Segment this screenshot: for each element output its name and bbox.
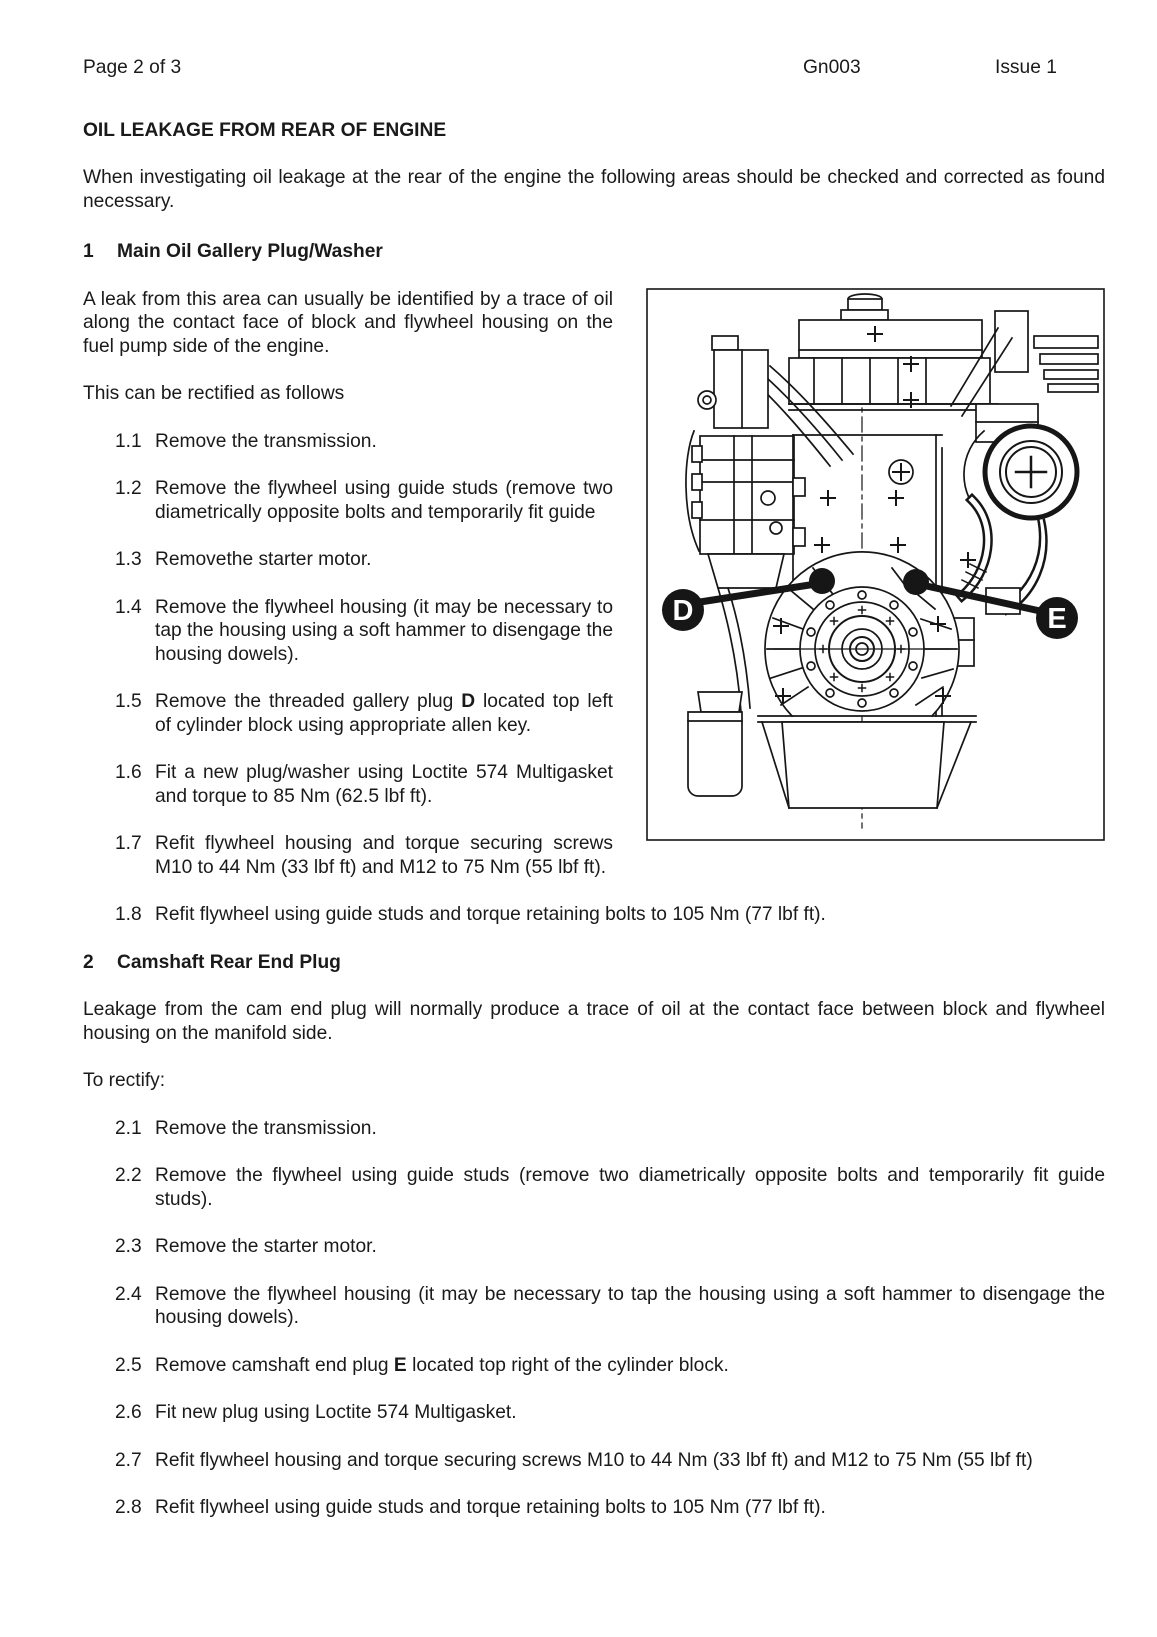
callout-d-badge — [662, 588, 704, 631]
step-text: Remove the flywheel using guide studs (r… — [155, 1165, 1105, 1210]
section-2-heading: 2 Camshaft Rear End Plug — [83, 951, 1105, 975]
bolt-cross-marks — [773, 325, 976, 704]
plug-d-marker — [809, 567, 835, 594]
document-code: Gn003 — [803, 57, 861, 78]
step-item: 2.2 Remove the flywheel using guide studs… — [83, 1164, 1105, 1211]
section-1: 1 Main Oil Gallery Plug/Washer A leak fr… — [83, 240, 1105, 927]
step-text: Remove the transmission. — [155, 1117, 377, 1139]
section-1-body: A leak from this area can usually be ide… — [83, 287, 1105, 904]
callout-d-leader — [696, 580, 820, 605]
callout-e-label: E — [1047, 603, 1066, 635]
issue-number: Issue 1 — [995, 57, 1057, 78]
section-number: 1 — [83, 241, 94, 262]
oil-sump — [757, 714, 977, 809]
step-number: 2.1 — [115, 1117, 142, 1139]
plug-e-marker — [903, 568, 929, 595]
callout-e-badge — [1036, 596, 1078, 639]
step-text: Remove camshaft end plug E located top r… — [155, 1354, 729, 1376]
step-text: Refit flywheel housing and torque securi… — [155, 1449, 1033, 1471]
step-text: Fit new plug using Loctite 574 Multigask… — [155, 1402, 517, 1423]
circled-cross-boss — [888, 458, 914, 485]
step-number: 2.3 — [115, 1236, 142, 1257]
section-1-text-column: A leak from this area can usually be ide… — [83, 288, 613, 904]
step-text: Remove the threaded gallery plug D locat… — [155, 691, 613, 736]
step-number: 1.5 — [115, 691, 142, 712]
step-text: Remove the starter motor. — [155, 1236, 377, 1257]
step-number: 1.1 — [115, 430, 142, 452]
flywheel-housing — [764, 550, 960, 717]
engine-line-art — [685, 292, 1099, 829]
page-header: Page 2 of 3 Gn003 Issue 1 — [83, 56, 1105, 80]
document-page: Page 2 of 3 Gn003 Issue 1 OIL LEAKAGE FR… — [83, 56, 1105, 1520]
step-item: 1.1 Remove the transmission. — [83, 430, 613, 454]
step-number: 1.6 — [115, 762, 142, 783]
step-item: 1.2 Remove the flywheel using guide studs… — [83, 477, 613, 524]
step-text: Remove the flywheel housing (it may be n… — [155, 1283, 1105, 1329]
page-number: Page 2 of 3 — [83, 57, 182, 78]
step-item: 1.7 Refit flywheel housing and torque sec… — [83, 832, 613, 879]
step-item: 2.4 Remove the flywheel housing (it may b… — [83, 1283, 1105, 1330]
step-item: 1.3 Removethe starter motor. — [83, 548, 613, 572]
step-number: 2.2 — [115, 1165, 142, 1186]
step-item: 1.6 Fit a new plug/washer using Loctite 5… — [83, 761, 613, 808]
callout-e: E — [903, 568, 1078, 639]
step-number: 2.4 — [115, 1283, 142, 1305]
section-paragraph: This can be rectified as follows — [83, 383, 345, 404]
section-title: Camshaft Rear End Plug — [117, 951, 341, 973]
step-number: 2.7 — [115, 1449, 142, 1471]
step-item: 2.8 Refit flywheel using guide studs and … — [83, 1496, 1105, 1520]
step-text: Remove the flywheel using guide studs (r… — [155, 478, 613, 523]
step-list-wide: 1.8 Refit flywheel using guide studs and … — [83, 903, 1105, 927]
step-item: 2.6 Fit new plug using Loctite 574 Multig… — [83, 1401, 1105, 1425]
step-item: 1.5 Remove the threaded gallery plug D lo… — [83, 690, 613, 737]
section-1-heading: 1 Main Oil Gallery Plug/Washer — [83, 240, 1105, 264]
callout-d-label: D — [673, 595, 694, 627]
section-2: 2 Camshaft Rear End Plug Leakage from th… — [83, 951, 1105, 1520]
step-number: 1.4 — [115, 596, 142, 618]
section-paragraph: To rectify: — [83, 1070, 166, 1091]
callout-e-leader — [918, 581, 1044, 614]
step-number: 2.6 — [115, 1402, 142, 1423]
step-text: Remove the transmission. — [155, 430, 377, 452]
step-number: 1.2 — [115, 478, 142, 499]
figure-engine-rear-view: D E — [646, 287, 1105, 841]
step-number: 1.7 — [115, 833, 142, 854]
intro-paragraph: When investigating oil leakage at the re… — [83, 167, 1105, 212]
section-paragraph: A leak from this area can usually be ide… — [83, 288, 613, 357]
section-paragraph: Leakage from the cam end plug will norma… — [83, 999, 1105, 1044]
step-text: Remove the flywheel housing (it may be n… — [155, 596, 613, 665]
step-text: Removethe starter motor. — [155, 549, 372, 570]
step-number: 2.8 — [115, 1497, 142, 1518]
engine-rear-diagram: D E — [646, 287, 1105, 841]
step-text: Refit flywheel housing and torque securi… — [155, 833, 613, 878]
step-number: 1.3 — [115, 549, 142, 570]
step-item: 1.4 Remove the flywheel housing (it may b… — [83, 596, 613, 667]
step-item: 2.1 Remove the transmission. — [83, 1117, 1105, 1141]
step-item: 2.5 Remove camshaft end plug E located to… — [83, 1354, 1105, 1378]
step-item: 2.7 Refit flywheel housing and torque sec… — [83, 1449, 1105, 1473]
document-title: OIL LEAKAGE FROM REAR OF ENGINE — [83, 119, 447, 141]
step-text: Fit a new plug/washer using Loctite 574 … — [155, 762, 613, 807]
step-item: 1.8 Refit flywheel using guide studs and … — [83, 903, 1105, 927]
step-text: Refit flywheel using guide studs and tor… — [155, 904, 826, 925]
left-accessory-assembly — [685, 334, 795, 713]
callout-d: D — [662, 567, 835, 631]
step-text: Refit flywheel using guide studs and tor… — [155, 1497, 826, 1518]
oil-filter — [687, 690, 743, 797]
step-number: 2.5 — [115, 1354, 142, 1376]
step-item: 2.3 Remove the starter motor. — [83, 1235, 1105, 1259]
section-title: Main Oil Gallery Plug/Washer — [117, 241, 383, 262]
step-number: 1.8 — [115, 904, 142, 925]
section-number: 2 — [83, 951, 94, 973]
